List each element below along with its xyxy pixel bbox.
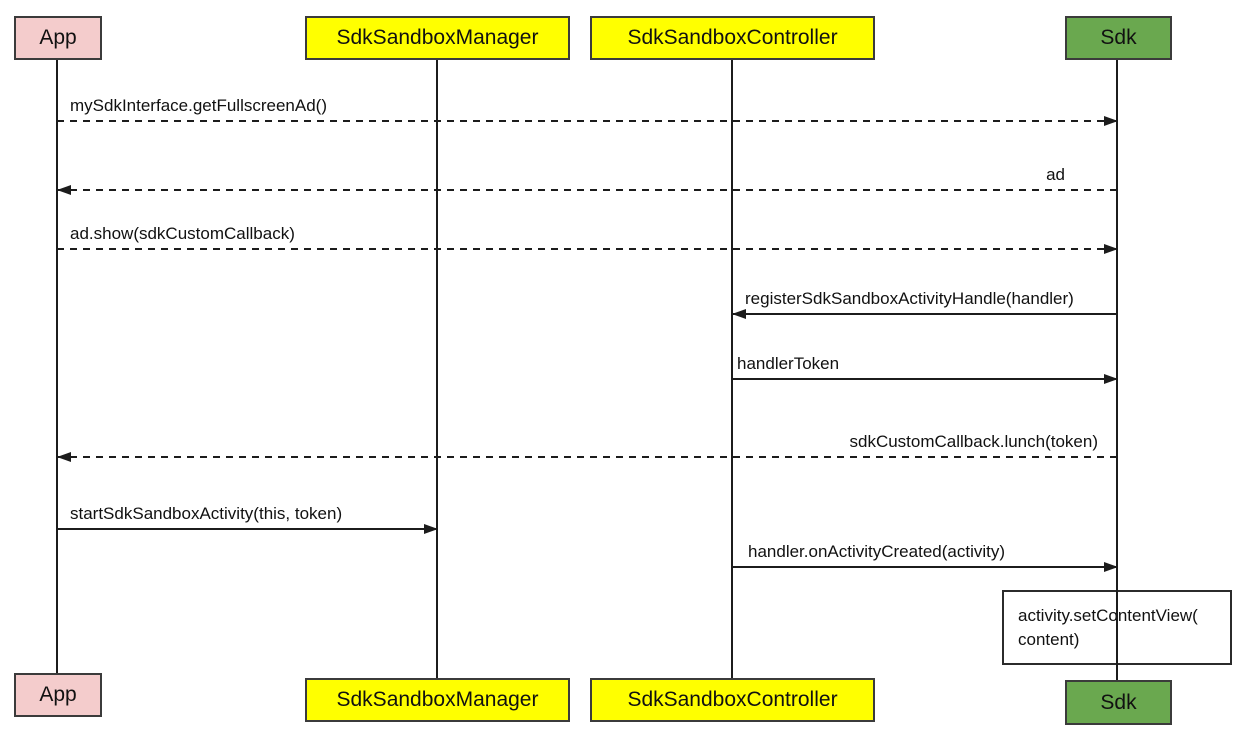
participant-label: Sdk	[1100, 26, 1137, 49]
participant-label: App	[39, 683, 77, 706]
message-line-solid	[57, 528, 438, 530]
message-label: ad.show(sdkCustomCallback)	[70, 224, 295, 243]
message-line-dashed	[57, 189, 1118, 191]
message-line-dashed	[57, 248, 1118, 250]
lifeline-sdksandboxcontroller	[731, 60, 733, 678]
lifeline-app	[56, 60, 58, 673]
message-ad-show: ad.show(sdkCustomCallback)	[57, 222, 1118, 254]
participant-sdk-bottom: Sdk	[1065, 680, 1172, 725]
arrowhead-left-icon	[57, 185, 71, 195]
lifeline-sdksandboxmanager	[436, 60, 438, 678]
participant-label: SdkSandboxManager	[336, 26, 539, 49]
arrowhead-right-icon	[1104, 116, 1118, 126]
message-start-sandbox-activity: startSdkSandboxActivity(this, token)	[57, 502, 438, 534]
message-line-solid	[732, 313, 1118, 315]
message-register-activity-handle: registerSdkSandboxActivityHandle(handler…	[732, 287, 1118, 319]
message-label: sdkCustomCallback.lunch(token)	[849, 432, 1099, 451]
participant-label: Sdk	[1100, 690, 1137, 714]
message-ad: ad	[57, 163, 1118, 195]
message-line-dashed	[57, 456, 1118, 458]
note-line-2: content)	[1018, 630, 1080, 649]
arrowhead-right-icon	[1104, 244, 1118, 254]
message-line-solid	[732, 566, 1118, 568]
arrowhead-left-icon	[57, 452, 71, 462]
participant-label: App	[39, 26, 77, 49]
lifeline-sdk	[1116, 60, 1118, 680]
message-label: mySdkInterface.getFullscreenAd()	[70, 96, 327, 115]
arrowhead-right-icon	[424, 524, 438, 534]
note-line-1: activity.setContentView(	[1018, 606, 1198, 625]
message-label: ad	[1046, 165, 1065, 184]
participant-label: SdkSandboxController	[627, 688, 838, 711]
participant-sdksandboxcontroller-top: SdkSandboxController	[590, 16, 875, 60]
participant-app-bottom: App	[14, 673, 102, 717]
participant-sdk-top: Sdk	[1065, 16, 1172, 60]
message-label: handlerToken	[737, 354, 840, 373]
message-label: handler.onActivityCreated(activity)	[748, 542, 1006, 561]
participant-label: SdkSandboxManager	[336, 688, 539, 711]
participant-sdksandboxmanager-top: SdkSandboxManager	[305, 16, 570, 60]
participant-sdksandboxcontroller-bottom: SdkSandboxController	[590, 678, 875, 722]
participant-label: SdkSandboxController	[627, 26, 838, 49]
participant-sdksandboxmanager-bottom: SdkSandboxManager	[305, 678, 570, 722]
arrowhead-right-icon	[1104, 562, 1118, 572]
arrowhead-right-icon	[1104, 374, 1118, 384]
arrowhead-left-icon	[732, 309, 746, 319]
message-callback-lunch: sdkCustomCallback.lunch(token)	[57, 430, 1118, 462]
message-getfullscreenad: mySdkInterface.getFullscreenAd()	[57, 94, 1118, 126]
message-handlertoken: handlerToken	[732, 352, 1118, 384]
message-onactivitycreated: handler.onActivityCreated(activity)	[732, 540, 1118, 572]
message-label: registerSdkSandboxActivityHandle(handler…	[745, 289, 1074, 308]
message-line-solid	[732, 378, 1118, 380]
participant-app-top: App	[14, 16, 102, 60]
message-line-dashed	[57, 120, 1118, 122]
message-label: startSdkSandboxActivity(this, token)	[70, 504, 343, 523]
